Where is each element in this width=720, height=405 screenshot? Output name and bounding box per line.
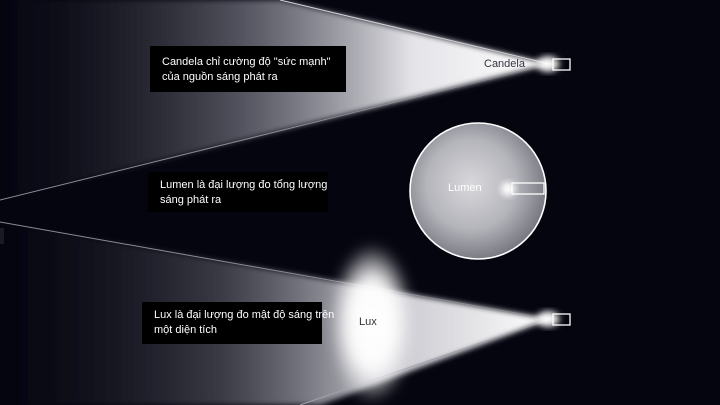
candela-caption-line1: Candela chỉ cường độ "sức mạnh" [162,56,331,68]
lumen-label: Lumen [448,182,482,194]
candela-label: Candela [484,58,525,70]
lux-caption-line1: Lux là đại lượng đo mật độ sáng trên [154,309,335,321]
edge-marker [0,228,4,244]
lux-caption-line2: một diện tích [154,324,217,336]
candela-caption-line2: của nguồn sáng phát ra [162,71,278,83]
lumen-caption: Lumen là đại lượng đo tổng lượng sáng ph… [148,172,328,212]
candela-flashlight [552,58,571,71]
lux-flashlight [552,313,571,326]
lux-label: Lux [359,316,377,328]
candela-caption: Candela chỉ cường độ "sức mạnh" của nguồ… [150,46,346,92]
lumen-caption-line2: sáng phát ra [160,194,222,206]
lux-illuminated-area [330,243,414,403]
lux-caption: Lux là đại lượng đo mật độ sáng trên một… [142,302,335,344]
lumen-flashlight [511,182,545,195]
lumen-caption-line1: Lumen là đại lượng đo tổng lượng [160,179,328,191]
